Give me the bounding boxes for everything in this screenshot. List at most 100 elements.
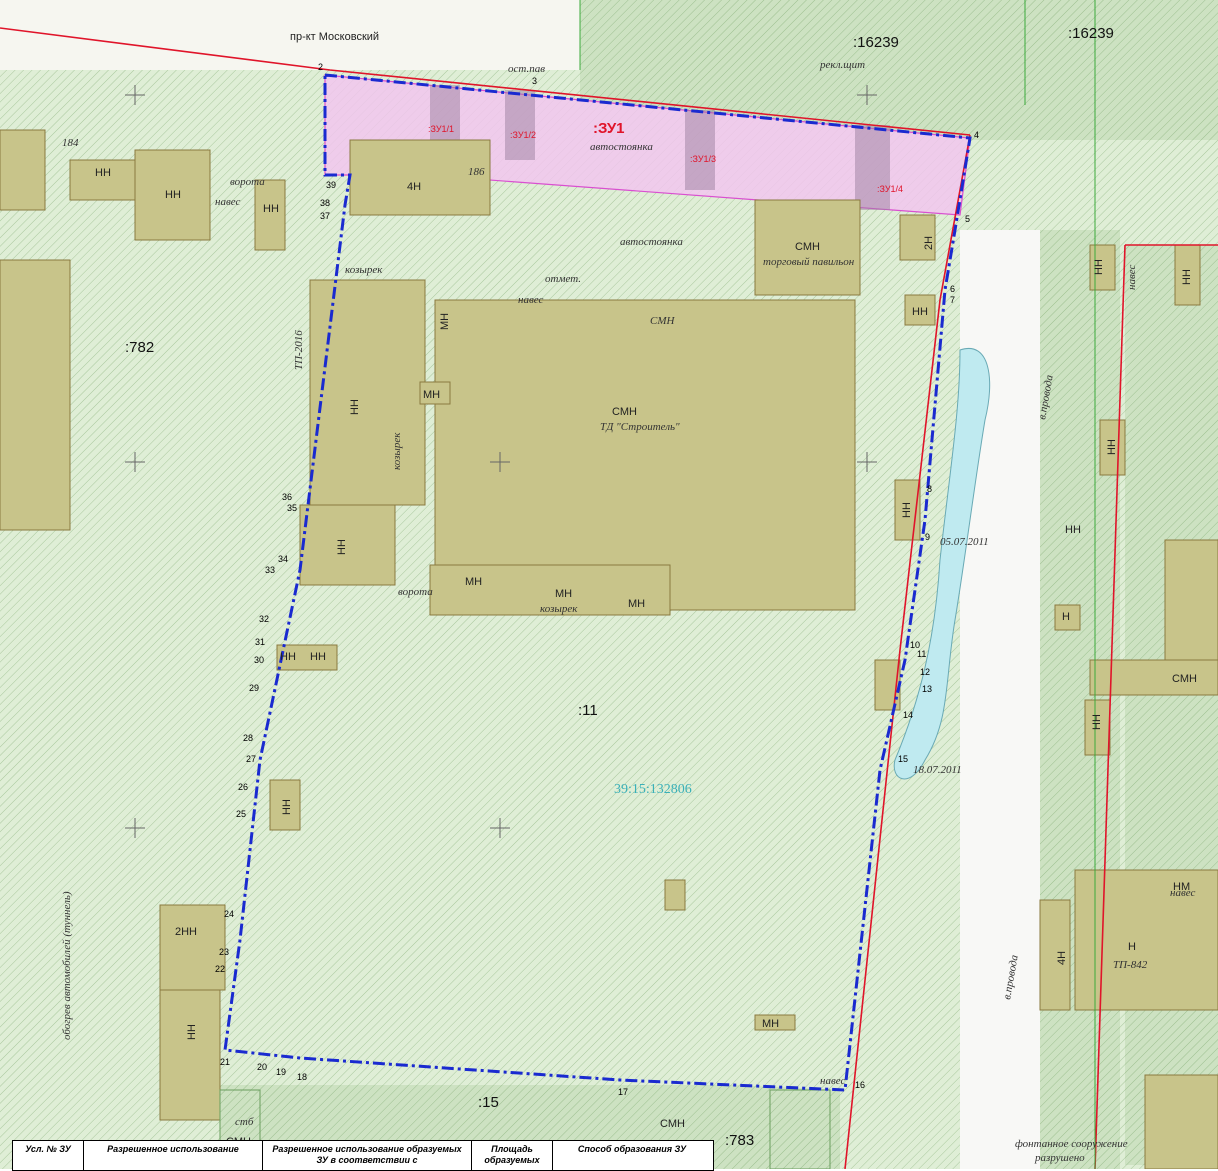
building-h-right <box>1054 604 1081 631</box>
nn-label-13: НН <box>1181 269 1193 285</box>
parcel-boundary <box>223 73 972 1092</box>
boundary-point-21: 21 <box>220 1057 230 1067</box>
building-4h-label: 4Н <box>407 181 421 193</box>
garage-label: обогрев автомобилей (туннель) <box>61 891 73 1040</box>
nn-label-16: НН <box>1065 524 1081 536</box>
boundary-point-17: 17 <box>618 1087 628 1097</box>
mn-label-5: МН <box>762 1018 779 1030</box>
boundary-point-10: 10 <box>910 640 920 650</box>
boundary-point-36: 36 <box>282 492 292 502</box>
nn-label-7: НН <box>281 799 293 815</box>
nn-label-10: НН <box>912 306 928 318</box>
building-nn-12 <box>664 879 686 911</box>
mn-label-6: МН <box>439 313 451 330</box>
kozyrek-label-2: козырек <box>540 603 578 615</box>
red-line-east <box>844 134 971 1169</box>
boundary-point-31: 31 <box>255 637 265 647</box>
building-2h-label: 2Н <box>923 236 935 250</box>
boundary-point-2: 2 <box>318 62 323 72</box>
boundary-point-9: 9 <box>925 532 930 542</box>
boundary-point-32: 32 <box>259 614 269 624</box>
nn-label-11: НН <box>901 502 913 518</box>
building-885 <box>1144 1074 1218 1169</box>
nn-label-1: НН <box>349 399 361 415</box>
boundary-point-38: 38 <box>320 198 330 208</box>
zone-label-zu1: :ЗУ1 <box>593 120 625 137</box>
parcel-label-15: :15 <box>478 1094 499 1111</box>
boundary-point-26: 26 <box>238 782 248 792</box>
building-mn-row <box>429 564 671 616</box>
building-nn-8 <box>276 644 338 671</box>
boundary-point-25: 25 <box>236 809 246 819</box>
nn-label-4: НН <box>263 203 279 215</box>
mn-label-4: МН <box>628 598 645 610</box>
building-smn-pavilion <box>754 199 861 296</box>
naves-label-5: навес <box>1170 887 1195 899</box>
boundary-point-5: 5 <box>965 214 970 224</box>
nn-label-12: НН <box>1093 259 1105 275</box>
boundary-point-27: 27 <box>246 754 256 764</box>
boundary-point-30: 30 <box>254 655 264 665</box>
mn-label-2: МН <box>465 576 482 588</box>
destroyed-label: разрушено <box>1034 1152 1085 1164</box>
boundary-point-23: 23 <box>219 947 229 957</box>
boundary-point-33: 33 <box>265 565 275 575</box>
boundary-point-24: 24 <box>224 909 234 919</box>
building-4h-right <box>1039 899 1071 1011</box>
nn-label-2: НН <box>336 539 348 555</box>
building-nn-7 <box>269 779 301 831</box>
mn-label-3: МН <box>555 588 572 600</box>
legend-col-4: Площадь образуемых <box>472 1141 553 1170</box>
boundary-point-19: 19 <box>276 1067 286 1077</box>
building-nn-15 <box>1099 419 1126 476</box>
parcel-label-11: :11 <box>578 702 598 719</box>
nn-label-9: НН <box>310 651 326 663</box>
building-2hh <box>159 904 226 991</box>
building-4h <box>349 139 491 216</box>
legend-col-3: Разрешенное использование образуемых ЗУ … <box>263 1141 472 1170</box>
kozyrek-label-1: козырек <box>345 264 383 276</box>
building-3hh <box>769 1089 831 1169</box>
building-nn-1 <box>309 279 426 506</box>
building-nn-9 <box>904 294 936 326</box>
building-184 <box>0 129 46 211</box>
building-nn-5 <box>69 159 136 201</box>
naves-label-3: навес <box>820 1075 845 1087</box>
tp842-label: ТП-842 <box>1113 959 1148 971</box>
tp2016-label: ТП-2016 <box>293 330 305 370</box>
n-label-1: Н <box>1062 611 1070 623</box>
building-184-label: 184 <box>62 137 79 149</box>
boundary-point-6: 6 <box>950 284 955 294</box>
boundary-point-4: 4 <box>974 130 979 140</box>
legend-col-1: Усл. № ЗУ <box>13 1141 84 1170</box>
building-782 <box>0 259 71 531</box>
building-2hh-label: 2НН <box>175 926 197 938</box>
boundary-point-20: 20 <box>257 1062 267 1072</box>
zone-label-zu1-2: :ЗУ1/2 <box>510 130 536 140</box>
nn-label-5: НН <box>95 167 111 179</box>
date-label-1: 05.07.2011 <box>940 536 989 548</box>
boundary-point-15: 15 <box>898 754 908 764</box>
boundary-point-12: 12 <box>920 667 930 677</box>
boundary-point-7: 7 <box>950 295 955 305</box>
building-nn-14 <box>1174 244 1201 306</box>
legend-col-5: Способ образования ЗУ <box>577 1144 687 1154</box>
nn-label-14: НН <box>1106 439 1118 455</box>
nn-label-8: НН <box>280 651 296 663</box>
building-mn-3 <box>419 381 451 405</box>
boundary-point-14: 14 <box>903 710 913 720</box>
pavilion-smn-label: СМН <box>795 241 820 253</box>
building-nn-2 <box>299 504 396 586</box>
stop-label: ост.пав <box>508 63 545 75</box>
red-line-right <box>1094 244 1126 1169</box>
boundary-point-13: 13 <box>922 684 932 694</box>
building-smn-right <box>1164 539 1218 661</box>
zone-label-zu1-4: :ЗУ1/4 <box>877 184 903 194</box>
parking-label-1: автостоянка <box>590 141 653 153</box>
building-mn-2 <box>754 1014 796 1031</box>
parcel-label-783: :783 <box>725 1132 754 1149</box>
kozyrek-label-3: козырек <box>391 432 403 470</box>
zone-label-zu1-1: :ЗУ1/1 <box>428 124 454 134</box>
legend-col-2: Разрешенное использование <box>84 1141 263 1170</box>
